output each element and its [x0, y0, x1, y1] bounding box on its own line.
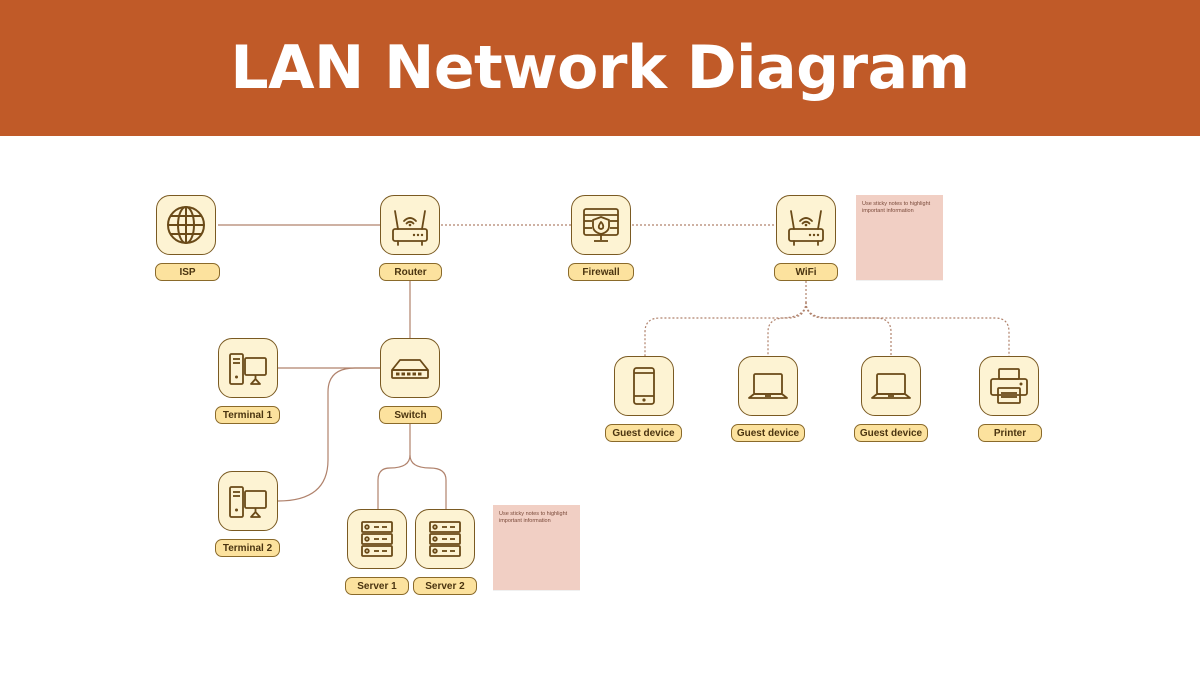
- server-1-label: Server 1: [345, 577, 409, 595]
- terminal-2-label: Terminal 2: [215, 539, 280, 557]
- wifi-node[interactable]: [776, 195, 836, 255]
- switch-node[interactable]: [380, 338, 440, 398]
- title-banner: LAN Network Diagram: [0, 0, 1200, 136]
- link-wifi-guest3: [805, 301, 892, 356]
- laptop-icon: [748, 373, 788, 399]
- router-label: Router: [379, 263, 442, 281]
- wifi-label: WiFi: [774, 263, 838, 281]
- page-title: LAN Network Diagram: [230, 33, 970, 103]
- globe-icon: [167, 206, 205, 244]
- sticky-note: Use sticky notes to highlight important …: [856, 195, 943, 280]
- link-wifi-guest1: [644, 301, 807, 356]
- network-switch-icon: [391, 359, 429, 379]
- firewall-label: Firewall: [568, 263, 634, 281]
- router-node[interactable]: [380, 195, 440, 255]
- printer-icon: [990, 368, 1028, 404]
- link-wifi-printer: [805, 301, 1010, 356]
- firewall-node[interactable]: [571, 195, 631, 255]
- server-1-node[interactable]: [347, 509, 407, 569]
- guest-device-1-label: Guest device: [605, 424, 682, 442]
- link-switch-server1: [377, 454, 411, 509]
- desktop-computer-icon: [229, 486, 267, 518]
- server-2-label: Server 2: [413, 577, 477, 595]
- router-icon: [392, 210, 428, 246]
- printer-label: Printer: [978, 424, 1042, 442]
- guest-device-3-node[interactable]: [861, 356, 921, 416]
- laptop-icon: [871, 373, 911, 399]
- server-icon: [361, 521, 393, 557]
- router-icon: [788, 210, 824, 246]
- guest-device-2-node[interactable]: [738, 356, 798, 416]
- server-2-node[interactable]: [415, 509, 475, 569]
- printer-node[interactable]: [979, 356, 1039, 416]
- switch-label: Switch: [379, 406, 442, 424]
- terminal-1-node[interactable]: [218, 338, 278, 398]
- desktop-computer-icon: [229, 353, 267, 385]
- server-icon: [429, 521, 461, 557]
- link-switch-server2: [409, 454, 447, 509]
- firewall-icon: [583, 208, 619, 242]
- sticky-note-text: Use sticky notes to highlight important …: [862, 201, 931, 214]
- guest-device-3-label: Guest device: [854, 424, 928, 442]
- isp-node[interactable]: [156, 195, 216, 255]
- terminal-2-node[interactable]: [218, 471, 278, 531]
- sticky-note: Use sticky notes to highlight important …: [493, 505, 580, 590]
- sticky-note-text: Use sticky notes to highlight important …: [499, 511, 568, 524]
- link-terminal2-switch: [277, 367, 380, 502]
- guest-device-1-node[interactable]: [614, 356, 674, 416]
- guest-device-2-label: Guest device: [731, 424, 805, 442]
- terminal-1-label: Terminal 1: [215, 406, 280, 424]
- isp-label: ISP: [155, 263, 220, 281]
- link-wifi-guest2: [767, 301, 807, 356]
- mobile-phone-icon: [633, 367, 655, 405]
